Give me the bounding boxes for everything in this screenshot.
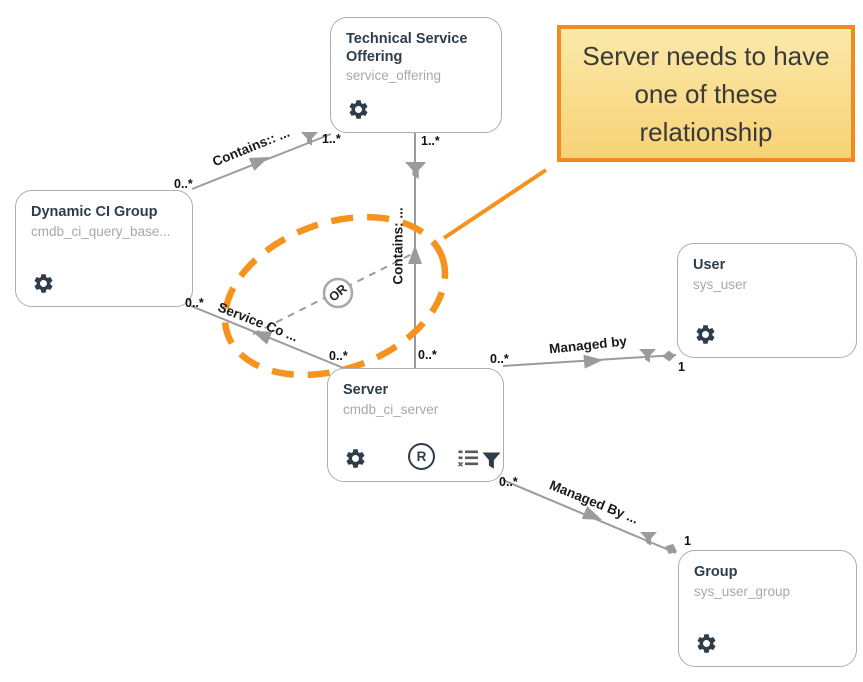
cardinality-label: 0..* bbox=[329, 349, 348, 363]
arrowhead-icon bbox=[408, 245, 422, 264]
entity-table-name: sys_user_group bbox=[694, 583, 791, 599]
cardinality-label: 1..* bbox=[421, 134, 440, 148]
gear-icon[interactable] bbox=[695, 632, 718, 655]
annotation-callout: Server needs to have one of these relati… bbox=[557, 25, 855, 162]
cardinality-label: 1..* bbox=[322, 132, 341, 146]
filter-funnel-icon[interactable] bbox=[301, 132, 318, 146]
filter-funnel-icon[interactable] bbox=[405, 162, 427, 179]
diamond-anchor-icon bbox=[665, 543, 677, 555]
gear-icon[interactable] bbox=[694, 323, 717, 346]
entity-title: Dynamic CI Group bbox=[31, 204, 158, 220]
gear-icon[interactable] bbox=[347, 98, 370, 121]
entity-table-name: cmdb_ci_server bbox=[343, 401, 439, 417]
entity-title: Group bbox=[694, 564, 738, 580]
highlight-ellipse bbox=[221, 213, 449, 379]
entity-table-name: cmdb_ci_query_base... bbox=[31, 223, 171, 239]
entity-group[interactable]: Group sys_user_group bbox=[678, 550, 857, 667]
filter-funnel-icon[interactable] bbox=[482, 452, 501, 470]
filter-funnel-icon[interactable] bbox=[639, 349, 656, 363]
connector-or-link[interactable] bbox=[252, 253, 413, 335]
related-list-icon[interactable] bbox=[458, 450, 478, 467]
cardinality-label: 0..* bbox=[185, 296, 204, 310]
gear-icon[interactable] bbox=[32, 272, 55, 295]
arrowhead-icon bbox=[248, 157, 269, 171]
cardinality-label: 1 bbox=[684, 534, 691, 548]
entity-user[interactable]: User sys_user bbox=[677, 243, 857, 358]
annotation-callout-text: Server needs to have one of these relati… bbox=[582, 40, 830, 147]
arrowhead-icon bbox=[583, 354, 603, 369]
or-operator-node[interactable] bbox=[322, 277, 354, 309]
x-mark-icon bbox=[458, 461, 463, 467]
entity-dynamic-ci-group[interactable]: Dynamic CI Group cmdb_ci_query_base... bbox=[15, 190, 193, 307]
r-circle-letter: R bbox=[416, 449, 427, 464]
cardinality-label: 0..* bbox=[174, 177, 193, 191]
entity-table-name: sys_user bbox=[693, 276, 748, 292]
gear-icon[interactable] bbox=[344, 447, 367, 470]
entity-title: User bbox=[693, 257, 726, 273]
r-circle-icon[interactable]: R bbox=[408, 443, 435, 470]
arrowhead-icon bbox=[252, 331, 273, 345]
cardinality-label: 0..* bbox=[499, 475, 518, 489]
filter-funnel-icon[interactable] bbox=[640, 532, 657, 546]
entity-technical-service-offering[interactable]: Technical Service Offering service_offer… bbox=[330, 17, 502, 133]
entity-title: Technical Service Offering bbox=[346, 31, 468, 65]
entity-title: Server bbox=[343, 382, 389, 398]
entity-table-name: service_offering bbox=[346, 68, 442, 84]
cardinality-label: 0..* bbox=[418, 348, 437, 362]
cardinality-label: 1 bbox=[678, 360, 685, 374]
diamond-anchor-icon bbox=[662, 350, 676, 362]
relationship-label-contains-server: Contains: ... bbox=[390, 207, 406, 285]
entity-server[interactable]: Server cmdb_ci_server R bbox=[327, 368, 504, 482]
callout-pointer-line bbox=[442, 168, 548, 240]
arrowhead-icon bbox=[581, 506, 602, 520]
cardinality-label: 0..* bbox=[490, 352, 509, 366]
